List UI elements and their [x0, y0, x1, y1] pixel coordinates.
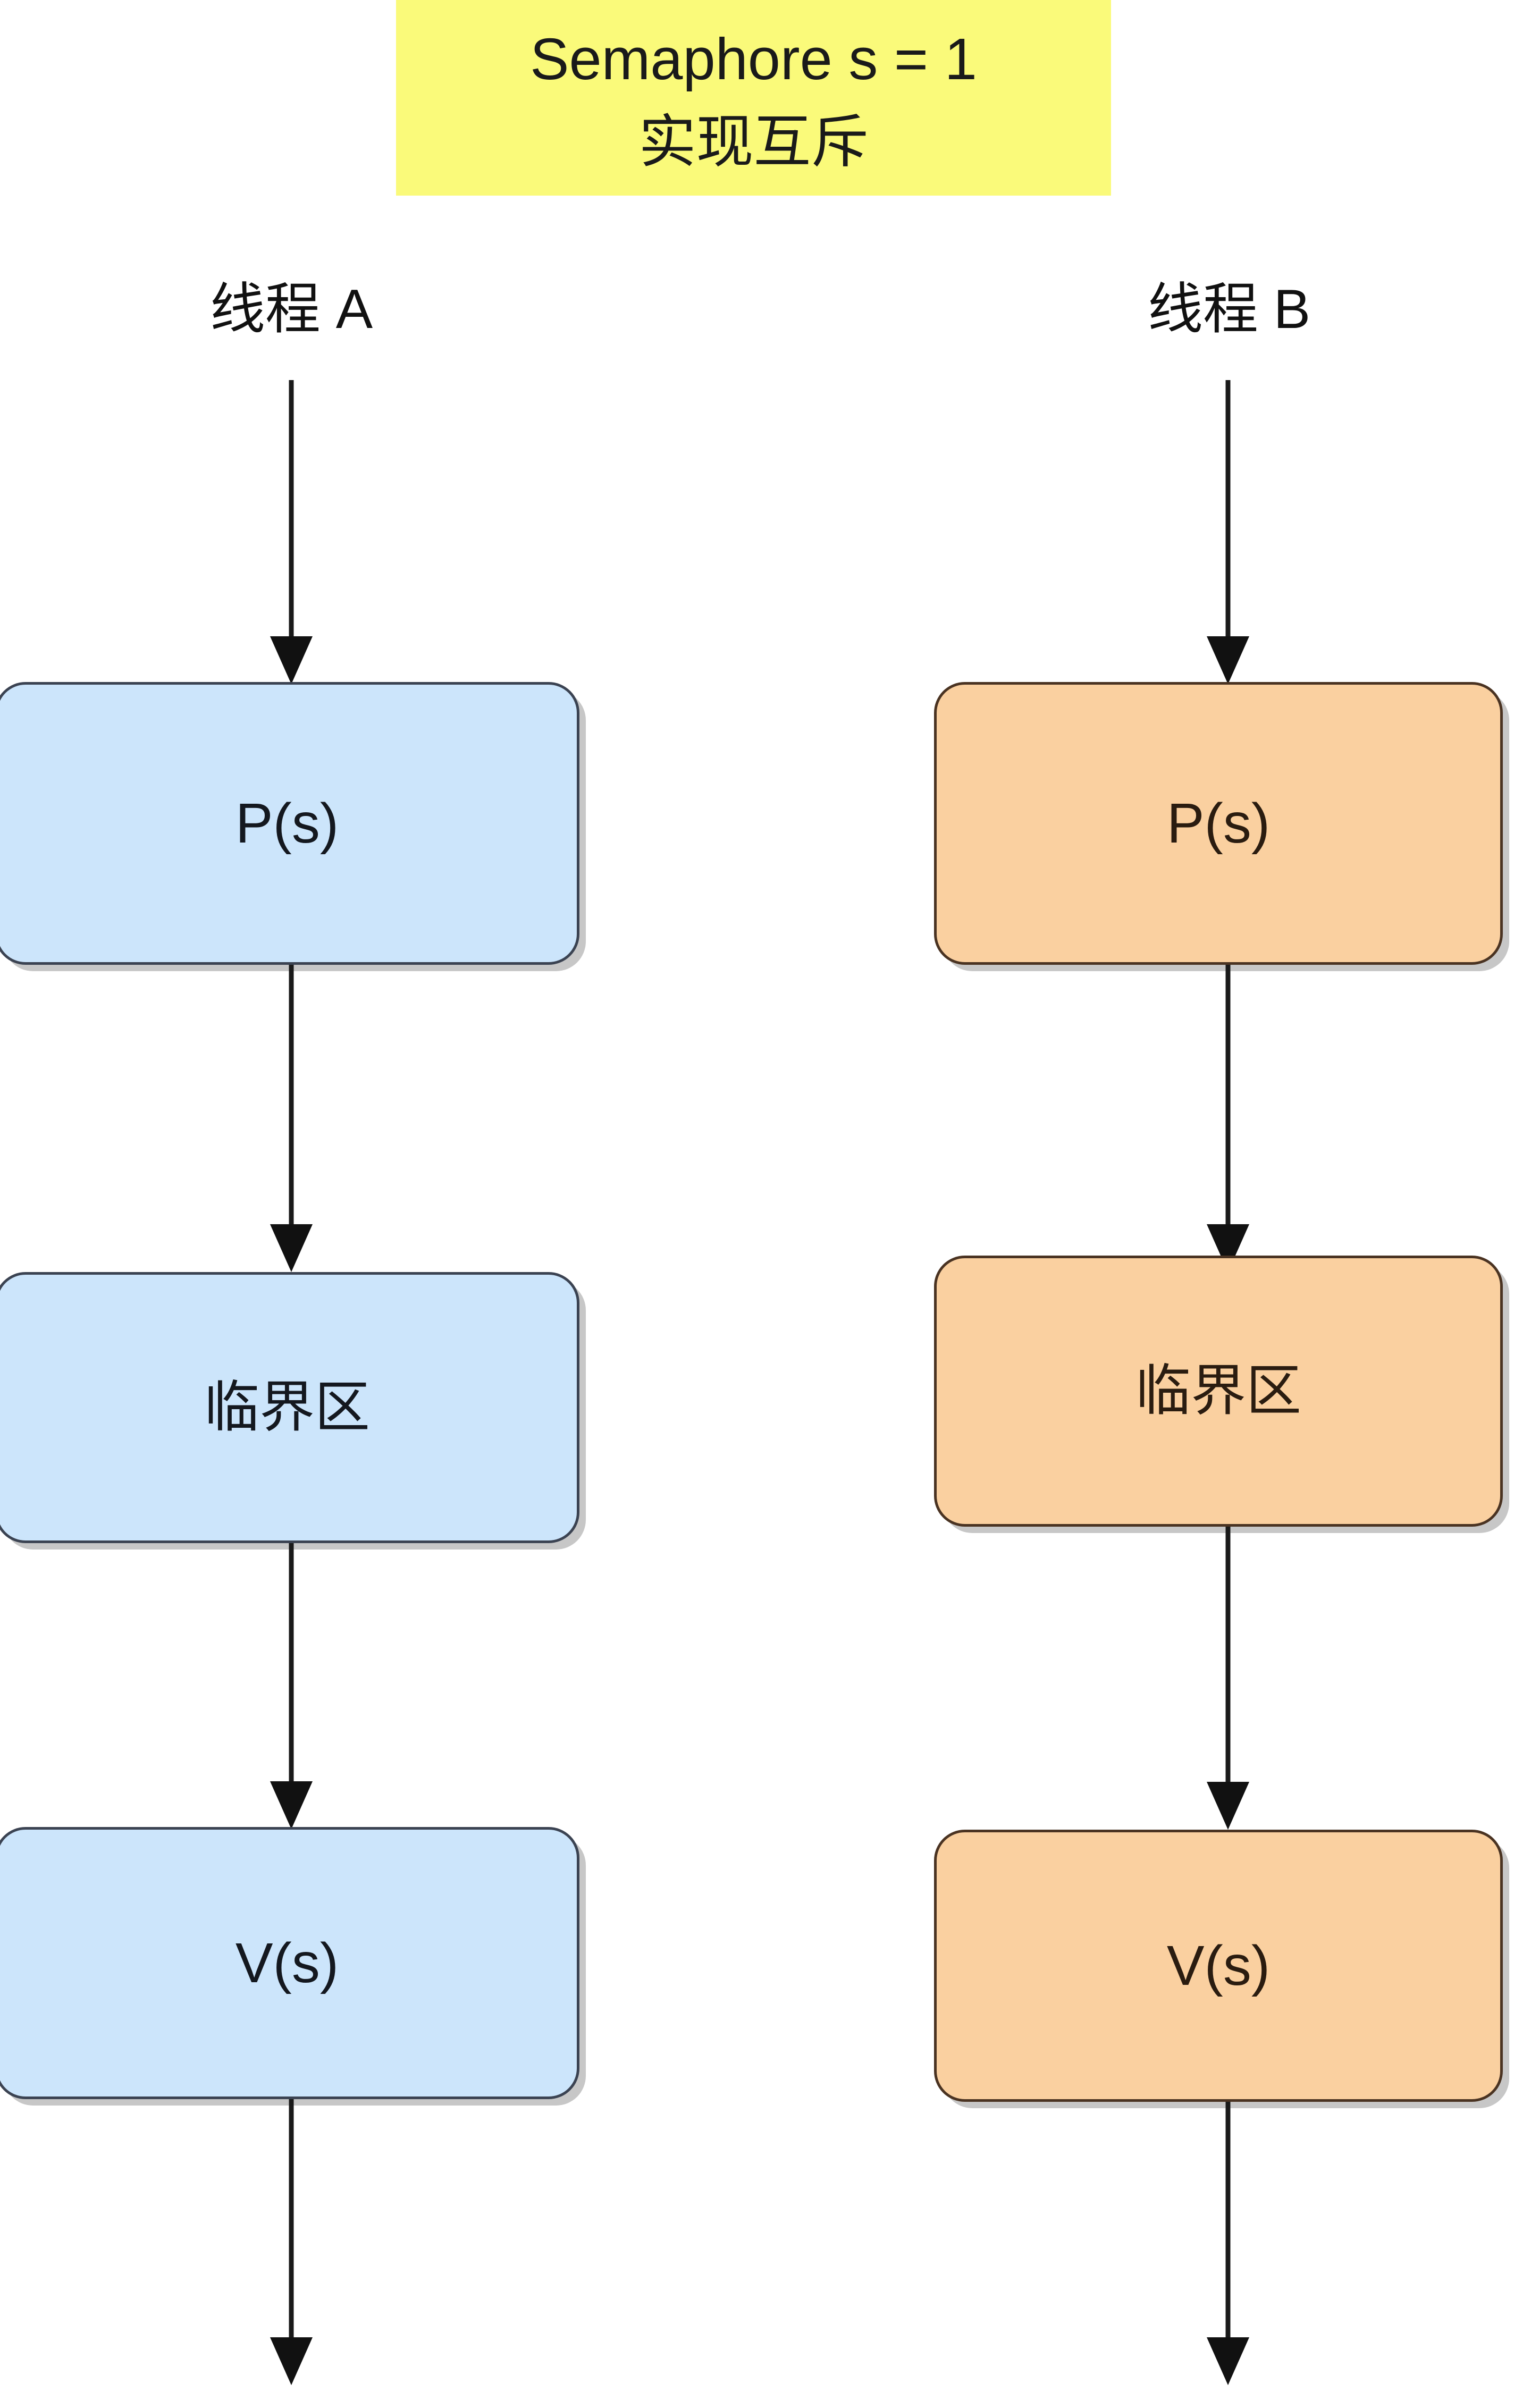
- arrow-a-critical-to-v: [266, 1543, 319, 1830]
- thread-a-label: 线程 A: [209, 279, 373, 340]
- node-thread-b-critical-label: 临界区: [1135, 1360, 1301, 1422]
- arrow-a-p-to-critical: [266, 965, 319, 1273]
- node-thread-a-p[interactable]: P(s): [0, 682, 579, 965]
- arrow-a-entry: [266, 380, 319, 684]
- arrow-a-exit: [266, 2099, 319, 2386]
- arrow-b-exit: [1202, 2102, 1256, 2386]
- arrow-b-entry: [1202, 380, 1256, 684]
- node-thread-a-v-label: V(s): [235, 1932, 339, 1994]
- node-thread-a-critical-label: 临界区: [204, 1377, 370, 1438]
- node-thread-b-p[interactable]: P(s): [934, 682, 1503, 965]
- node-thread-a-v[interactable]: V(s): [0, 1827, 579, 2099]
- node-thread-b-p-label: P(s): [1166, 792, 1271, 855]
- title-banner: Semaphore s = 1 实现互斥: [396, 0, 1111, 196]
- thread-b-label: 线程 B: [1147, 279, 1311, 340]
- title-line-mutex: 实现互斥: [638, 110, 869, 174]
- node-thread-b-critical[interactable]: 临界区: [934, 1256, 1503, 1527]
- arrow-b-critical-to-v: [1202, 1527, 1256, 1831]
- node-thread-a-p-label: P(s): [235, 792, 339, 855]
- node-thread-b-v[interactable]: V(s): [934, 1830, 1503, 2102]
- node-thread-a-critical[interactable]: 临界区: [0, 1272, 579, 1543]
- title-line-semaphore: Semaphore s = 1: [530, 27, 977, 92]
- node-thread-b-v-label: V(s): [1166, 1934, 1271, 1997]
- arrow-b-p-to-critical: [1202, 965, 1256, 1273]
